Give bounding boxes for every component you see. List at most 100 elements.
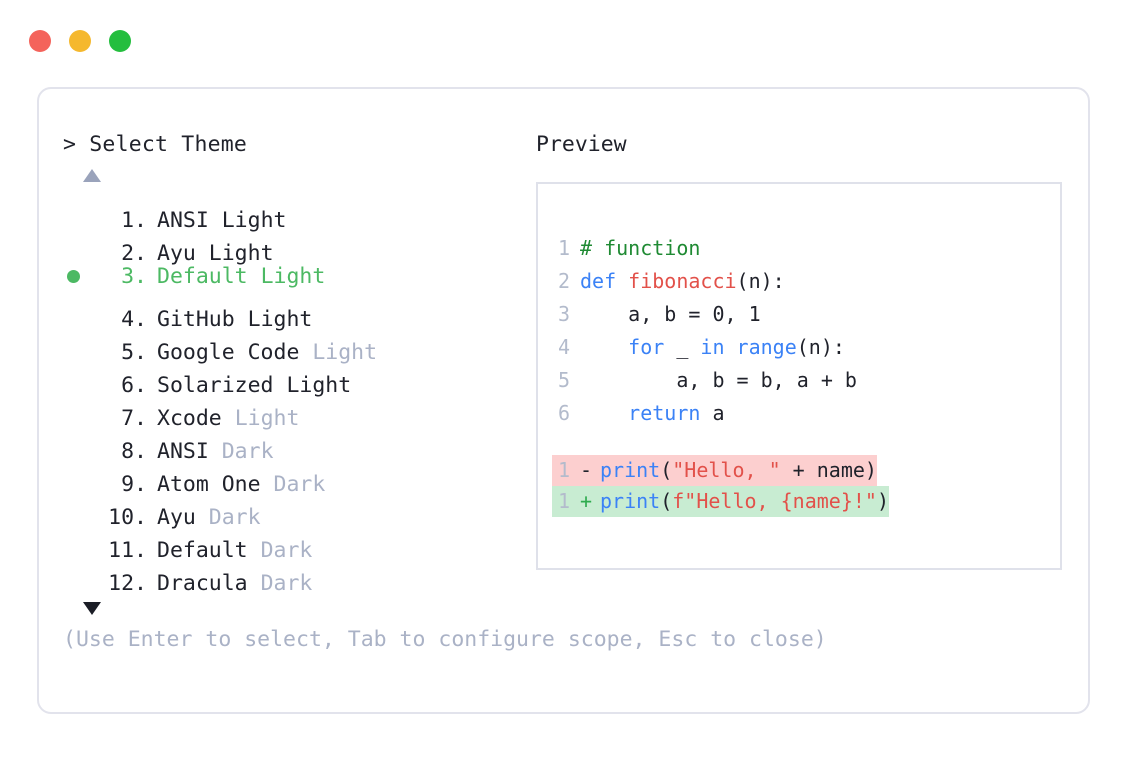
theme-list-item[interactable]: 4. GitHub Light (63, 293, 533, 332)
theme-item-variant: Dark (260, 538, 313, 563)
code-token: return (628, 401, 701, 425)
code-line-text: a, b = b, a + b (580, 364, 857, 397)
theme-list-item[interactable]: 9. Atom One Dark (63, 458, 533, 497)
diff-line-removed: 1-print("Hello, " + name) (552, 455, 877, 486)
theme-item-space (248, 260, 261, 293)
theme-item-name: Default (157, 264, 248, 289)
theme-item-name: Xcode (157, 406, 222, 431)
theme-list-item[interactable]: 5.Google Code Light (63, 326, 533, 365)
theme-item-space (235, 303, 248, 336)
selection-bullet-slot (63, 392, 97, 425)
line-number: 1 (557, 236, 570, 260)
theme-item-variant: Light (208, 241, 274, 266)
theme-item-variant: Light (247, 307, 313, 332)
selection-bullet-slot (63, 359, 97, 392)
theme-item-index: 6. (121, 373, 147, 398)
theme-item-variant: Dark (221, 439, 274, 464)
code-token: ) (876, 489, 890, 513)
theme-item-space (248, 567, 261, 600)
code-token: fibonacci (628, 269, 737, 293)
code-token: f"Hello, {name}!" (672, 489, 877, 513)
code-token: ( (660, 489, 673, 513)
theme-item-space (196, 501, 209, 534)
triangle-up-icon[interactable] (83, 169, 101, 182)
theme-list-item[interactable]: 10.Ayu Dark (63, 491, 533, 530)
theme-item-space (274, 369, 287, 402)
theme-item-name: GitHub (157, 307, 235, 332)
theme-item-name: Dracula (157, 571, 248, 596)
theme-list-item[interactable]: 7.Xcode Light (63, 392, 533, 431)
theme-item-name: ANSI (157, 439, 209, 464)
diff-line-added: 1 + print(f"Hello, {name}!") (552, 486, 890, 517)
theme-item-index: 2. (121, 241, 147, 266)
code-token (580, 335, 628, 359)
code-line-text: a, b = 0, 1 (580, 298, 760, 331)
line-number: 4 (557, 335, 570, 359)
code-token: for (628, 335, 665, 359)
line-number: 3 (557, 302, 570, 326)
selected-bullet-icon (67, 270, 80, 283)
code-line: 5 a, b = b, a + b (552, 364, 1060, 397)
code-line: 6 return a (552, 397, 1060, 430)
selection-bullet-slot (63, 557, 97, 590)
theme-list-item[interactable]: 2. Ayu Light (63, 227, 533, 266)
theme-item-variant: Dark (273, 472, 326, 497)
code-token: (n): (736, 269, 785, 293)
theme-list-item[interactable]: 6.Solarized Light (63, 359, 533, 398)
theme-item-name: Solarized (157, 373, 274, 398)
code-token: in range (700, 335, 797, 359)
theme-item-space (209, 435, 222, 468)
code-token: print (600, 458, 661, 482)
window-titlebar (0, 0, 1129, 82)
theme-item-variant: Dark (260, 571, 313, 596)
theme-item-index: 10. (108, 505, 147, 530)
theme-item-space (261, 468, 274, 501)
selection-bullet-slot (63, 458, 97, 491)
theme-item-index: 11. (108, 538, 147, 563)
code-token: ( (660, 458, 673, 482)
minimize-button[interactable] (69, 30, 91, 52)
selection-bullet-slot (63, 293, 97, 326)
code-token: "Hello, " (672, 458, 781, 482)
code-token: (n): (796, 335, 845, 359)
theme-list-item[interactable]: 12.Dracula Dark (63, 557, 533, 596)
diff-marker: + (580, 489, 593, 513)
selection-bullet-slot (63, 194, 97, 227)
code-token: print (600, 489, 661, 513)
theme-item-variant: Light (234, 406, 300, 431)
maximize-button[interactable] (109, 30, 131, 52)
line-number: 1 (557, 489, 570, 513)
theme-list-item[interactable]: 8.ANSI Dark (63, 425, 533, 464)
diff-line-text: print("Hello, " + name) (600, 455, 877, 486)
close-button[interactable] (29, 30, 51, 52)
theme-item-space (209, 204, 222, 237)
code-line: 1 # function (552, 232, 1060, 265)
triangle-down-icon[interactable] (83, 602, 101, 615)
select-theme-prompt: > Select Theme (63, 132, 248, 157)
theme-item-variant: Light (221, 208, 287, 233)
theme-item-index: 9. (121, 472, 147, 497)
diff-listing: 1-print("Hello, " + name)1+print(f"Hello… (552, 455, 1060, 517)
theme-item-index: 4. (121, 307, 147, 332)
code-line-text: # function (580, 232, 700, 265)
selection-bullet-slot (63, 491, 97, 524)
code-line: 4 for _ in range(n): (552, 331, 1060, 364)
theme-list-item[interactable]: 1.ANSI Light (63, 194, 533, 233)
theme-item-index: 5. (121, 340, 147, 365)
theme-item-name: ANSI (157, 208, 209, 233)
code-token: a (700, 401, 725, 425)
line-number: 5 (557, 368, 570, 392)
theme-item-name: Ayu (157, 241, 196, 266)
theme-item-space (248, 534, 261, 567)
code-line-text: for _ in range(n): (580, 331, 845, 364)
theme-list-item[interactable]: 11.Default Dark (63, 524, 533, 563)
theme-list-item[interactable]: 3.Default Light (63, 260, 533, 293)
theme-item-name: Atom One (157, 472, 261, 497)
